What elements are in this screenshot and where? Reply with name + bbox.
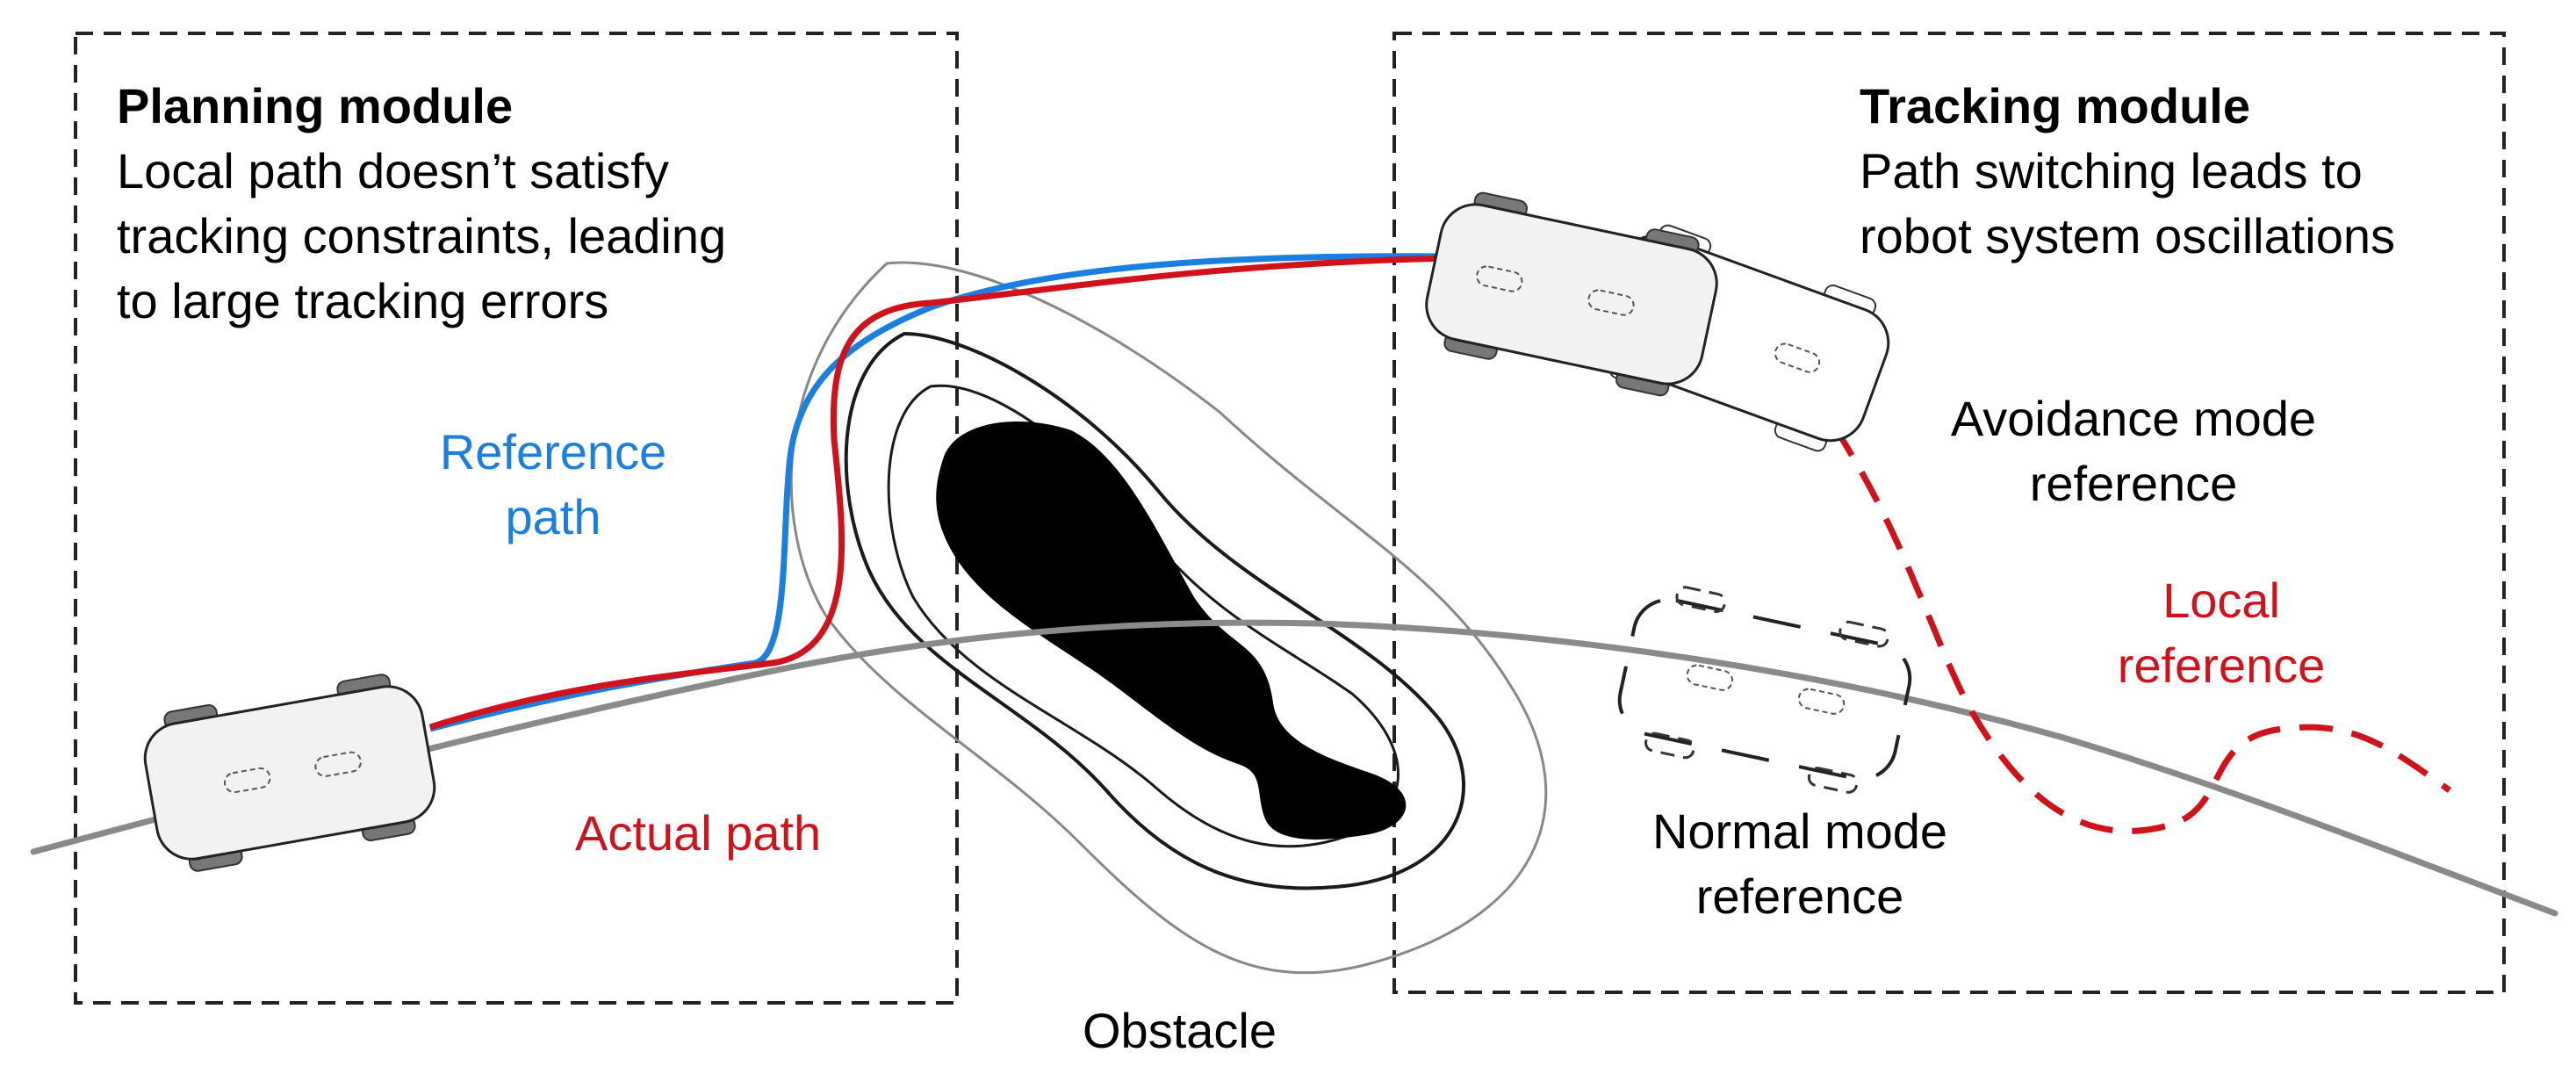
robot-ghost-sensor [1774,342,1821,373]
robot-normal-mode-ghost [1617,586,1912,794]
robot-normal-wheel [1838,620,1889,648]
planning-module-description-line: to large tracking errors [117,273,609,328]
robot-normal-sensor [1797,688,1846,715]
planning-module-description-line: Local path doesn’t satisfy [117,143,669,198]
local-reference-label: Local reference [2090,568,2353,698]
local-reference-line: Local [2162,573,2280,628]
reference-path-label: Reference path [413,420,694,550]
robot-start [143,674,436,872]
local-reference-dashed-line [1711,330,2452,834]
obstacle-shape [936,422,1407,840]
tracking-module-title: Tracking module [1860,78,2250,133]
robot-normal-wheel [1807,767,1859,794]
robot-start-body [143,685,436,861]
robot-tracking [1425,191,1718,397]
normal-gray-path [30,619,2558,917]
robot-normal-sensor [1686,664,1734,691]
robot-normal-body [1617,597,1912,782]
actual-path-label: Actual path [575,805,822,861]
avoidance-mode-reference-line: Avoidance mode [1950,391,2317,446]
robot-tracking-sensor [1587,289,1635,316]
avoidance-mode-reference-line: reference [2029,456,2238,511]
tracking-module-description-line: robot system oscillations [1860,208,2396,263]
planning-module-description-line: tracking constraints, leading [117,208,727,263]
robot-tracking-sensor [1476,265,1523,292]
actual-path-line [428,255,1450,731]
planning-module-title: Planning module [117,78,514,133]
local-reference-line: reference [2117,638,2326,693]
obstacle-outer-contour [789,261,1548,975]
robot-start-sensor [314,751,362,777]
reference-path-label-line: Reference [439,424,667,479]
obstacle-label: Obstacle [1083,1003,1277,1058]
normal-mode-reference-line: Normal mode [1651,804,1948,859]
avoidance-mode-reference-label: Avoidance mode reference [1905,386,2362,516]
robot-normal-wheel [1644,731,1695,760]
tracking-module-box [1392,32,2506,994]
normal-mode-reference-line: reference [1695,868,1904,924]
reference-path-label-line: path [505,489,601,544]
robot-start-sensor [223,767,271,794]
tracking-module-description-line: Path switching leads to [1860,143,2363,198]
robot-normal-wheel [1675,586,1726,613]
obstacle-middle-contour [844,331,1465,890]
normal-mode-reference-label: Normal mode reference [1607,799,1993,929]
robot-tracking-body [1425,203,1718,386]
